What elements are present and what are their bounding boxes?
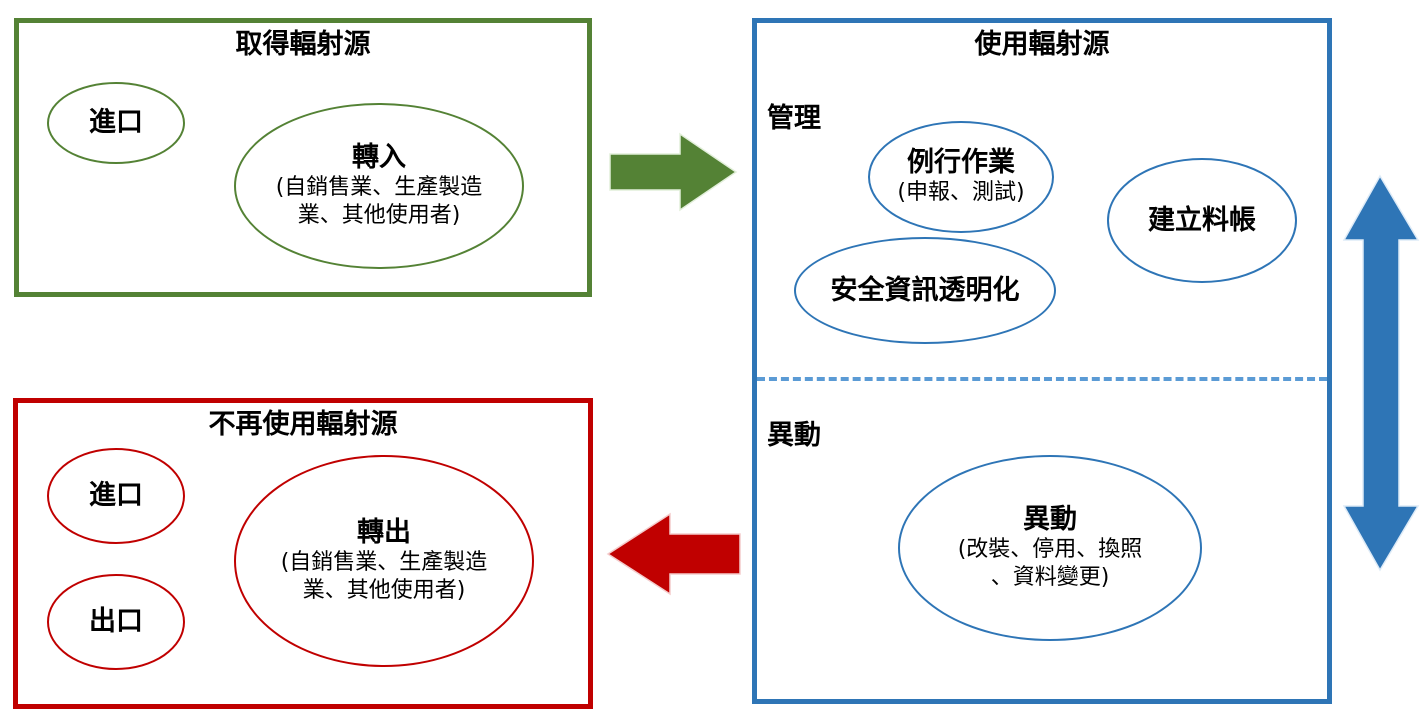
section-divider [757, 377, 1327, 381]
transparency-node: 安全資訊透明化 [794, 237, 1056, 344]
routine-detail: (申報、測試) [897, 180, 1025, 205]
acquire-import-label: 進口 [89, 107, 143, 138]
use-panel: 使用輻射源 管理 例行作業 (申報、測試) 建立料帳 安全資訊透明化 異動 異動… [752, 18, 1332, 704]
ledger-node: 建立料帳 [1107, 158, 1297, 283]
routine-node: 例行作業 (申報、測試) [868, 121, 1054, 233]
change-title: 異動 [1023, 504, 1077, 535]
double-arrow-vertical [1342, 174, 1420, 572]
stop-title: 不再使用輻射源 [208, 409, 398, 440]
routine-title: 例行作業 [907, 147, 1015, 178]
transfer-in-node: 轉入 (自銷售業、生產製造 業、其他使用者) [234, 103, 524, 269]
ledger-label: 建立料帳 [1148, 204, 1256, 236]
transfer-in-title: 轉入 [352, 142, 406, 173]
transfer-out-title: 轉出 [357, 517, 411, 548]
transfer-out-detail: (自銷售業、生產製造 業、其他使用者) [280, 550, 488, 603]
transfer-in-detail: (自銷售業、生產製造 業、其他使用者) [275, 175, 483, 228]
stop-export-node: 出口 [47, 574, 185, 670]
acquire-panel: 取得輻射源 進口 轉入 (自銷售業、生產製造 業、其他使用者) [14, 18, 592, 297]
transparency-label: 安全資訊透明化 [830, 274, 1020, 306]
management-label: 管理 [767, 103, 821, 134]
arrow-left-red [606, 512, 741, 596]
use-title: 使用輻射源 [974, 29, 1110, 60]
acquire-title: 取得輻射源 [235, 29, 371, 60]
acquire-import-node: 進口 [47, 82, 185, 164]
stop-export-label: 出口 [89, 606, 143, 637]
change-label: 異動 [767, 420, 821, 451]
arrow-right-green [609, 132, 738, 212]
change-node: 異動 (改裝、停用、換照 、資料變更) [898, 455, 1202, 641]
stop-panel: 不再使用輻射源 進口 出口 轉出 (自銷售業、生產製造 業、其他使用者) [13, 398, 593, 709]
transfer-out-node: 轉出 (自銷售業、生產製造 業、其他使用者) [234, 455, 534, 667]
change-detail: (改裝、停用、換照 、資料變更) [957, 537, 1143, 590]
stop-import-node: 進口 [47, 448, 185, 544]
stop-import-label: 進口 [89, 480, 143, 511]
